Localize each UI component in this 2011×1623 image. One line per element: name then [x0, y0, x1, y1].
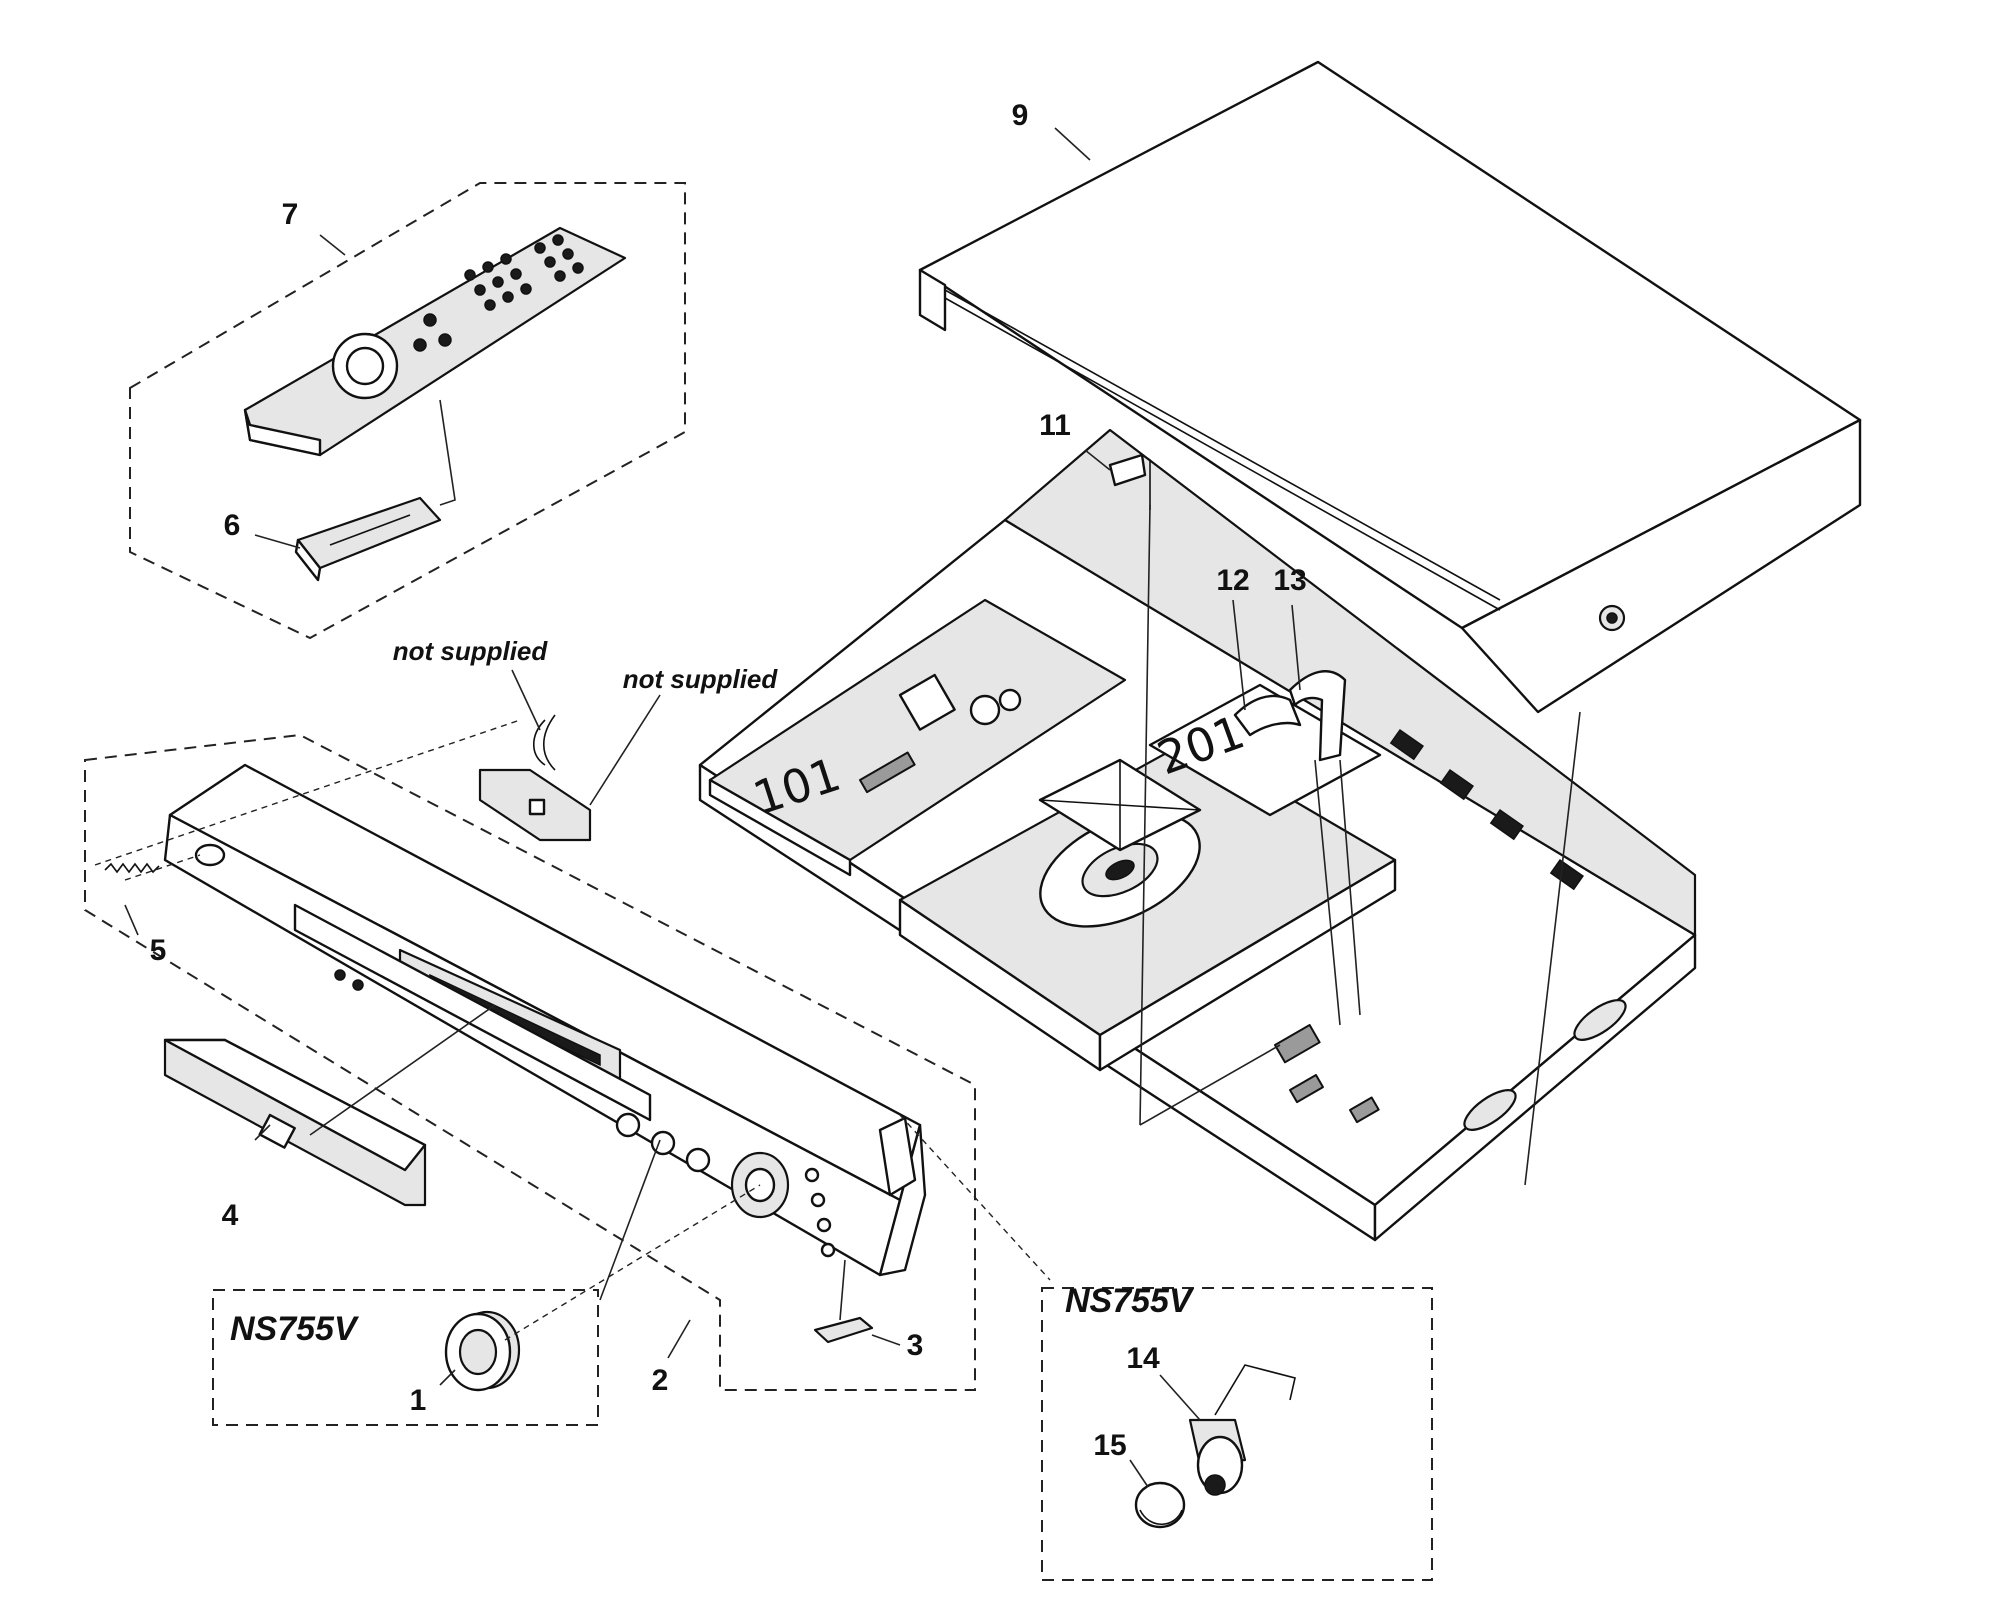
ribbon-cables — [1233, 670, 1347, 762]
callout-1: 1 — [410, 1384, 427, 1417]
front-panel — [163, 763, 927, 1277]
model-label-left: NS755V — [230, 1310, 360, 1348]
callout-7: 7 — [282, 198, 299, 231]
leader-11-down — [1139, 504, 1151, 1126]
model-label-right: NS755V — [1065, 1282, 1195, 1320]
top-cover: 9 — [918, 60, 1862, 714]
note-not-supplied-left: not supplied — [393, 636, 549, 666]
leader-not-supplied-left — [511, 669, 541, 731]
callout-4: 4 — [222, 1199, 239, 1232]
leader-cover-screw — [1524, 711, 1581, 1186]
callout-11: 11 — [1039, 409, 1071, 442]
leader-13 — [1291, 604, 1301, 691]
pcb-101: 101 — [708, 598, 1127, 877]
part-3 — [813, 1316, 874, 1344]
panel-button — [615, 1112, 641, 1138]
leader-2 — [667, 1319, 691, 1359]
ns755v-group-right: NS755V 14 15 — [1041, 1282, 1433, 1581]
leader-3 — [871, 1334, 901, 1346]
switch-block — [1274, 1024, 1380, 1124]
callout-9: 9 — [1012, 99, 1029, 132]
tray-front-4 — [163, 1038, 427, 1207]
leader-12 — [1232, 599, 1246, 711]
switch-pcb — [478, 714, 592, 842]
remote-group: 7 6 — [129, 182, 686, 640]
main-chassis: 101 201 — [698, 409, 1697, 1242]
ns755v-group-left: NS755V 1 — [212, 1184, 761, 1426]
callout-2: 2 — [652, 1364, 669, 1397]
remote-control — [243, 226, 627, 457]
leader-1 — [439, 1369, 456, 1386]
leader-7 — [319, 234, 346, 256]
remote-group-outline — [129, 182, 686, 640]
leader-11 — [1084, 449, 1111, 471]
switch-14 — [1188, 1364, 1296, 1496]
front-panel-group-outline — [84, 733, 976, 1391]
leader-5 — [124, 904, 139, 936]
knob-ring-1 — [444, 1310, 521, 1392]
spring-5 — [104, 862, 160, 874]
callout-14: 14 — [1126, 1342, 1160, 1375]
callout-6: 6 — [224, 509, 241, 542]
callout-15: 15 — [1093, 1429, 1126, 1462]
front-panel-group: 5 4 3 2 not supplied not supplied — [84, 636, 1051, 1397]
leader-remote-battery — [439, 399, 456, 506]
callout-5: 5 — [150, 934, 167, 967]
leader-14 — [1159, 1374, 1201, 1421]
bracket-11 — [1108, 453, 1151, 510]
leader-9 — [1054, 127, 1091, 161]
callout-13: 13 — [1273, 564, 1306, 597]
note-not-supplied-right: not supplied — [623, 664, 779, 694]
leader-not-supplied-right — [589, 694, 661, 806]
battery-cover — [294, 496, 442, 582]
knob-15 — [1134, 1481, 1186, 1529]
callout-3: 3 — [907, 1329, 924, 1362]
panel-button — [685, 1147, 711, 1173]
leader-15 — [1129, 1459, 1149, 1488]
leader-6 — [254, 534, 301, 549]
callout-12: 12 — [1216, 564, 1249, 597]
